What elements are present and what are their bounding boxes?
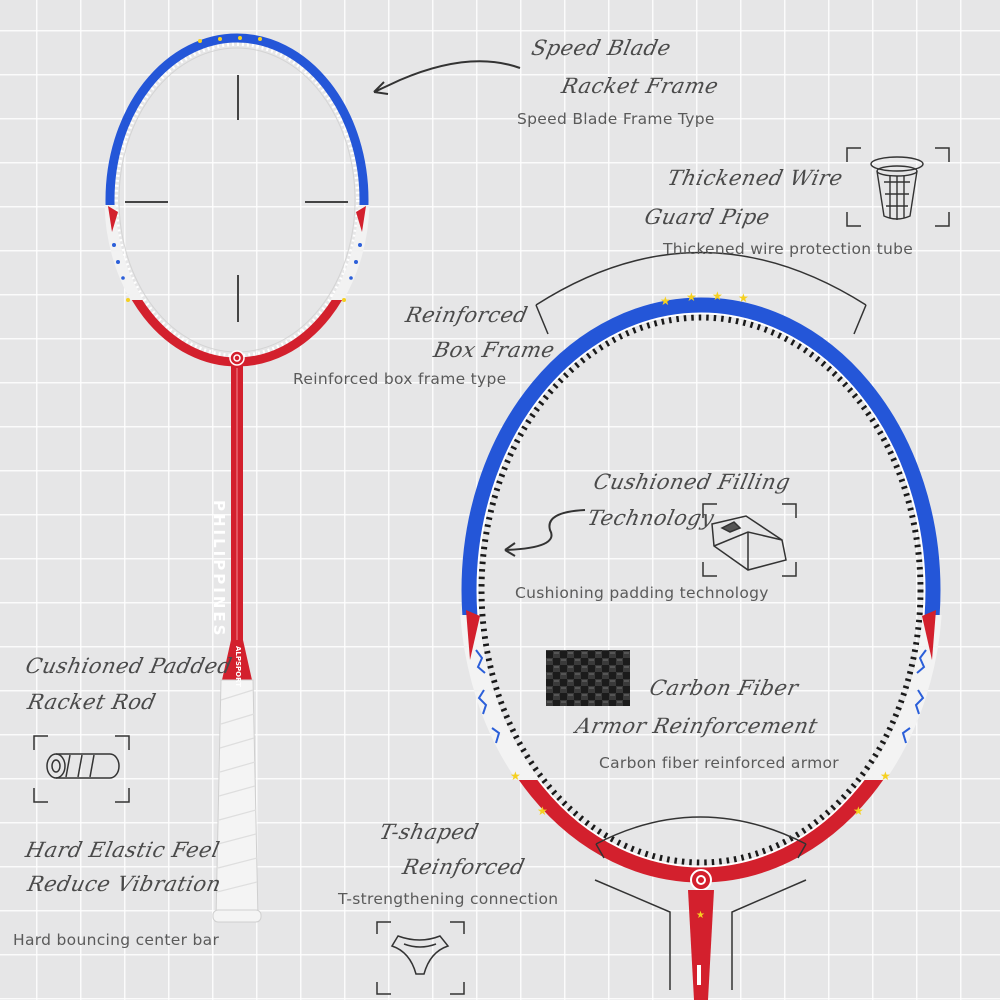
wire-guard-script-2: Guard Pipe	[642, 205, 773, 229]
svg-text:★: ★	[738, 291, 749, 305]
cushioned-filling-script-2: Technology	[585, 506, 717, 530]
box-frame-script-2: Box Frame	[431, 338, 558, 362]
svg-text:★: ★	[880, 769, 891, 783]
speed-blade-script-1: Speed Blade	[529, 36, 674, 60]
hard-elastic-caption: Hard bouncing center bar	[13, 931, 220, 949]
carbon-fiber-script-2: Armor Reinforcement	[573, 714, 820, 738]
padded-rod-icon	[46, 753, 120, 779]
wire-guard-script-1: Thickened Wire	[665, 166, 846, 190]
padded-rod-script-1: Cushioned Padded	[23, 654, 235, 678]
carbon-fiber-swatch	[546, 650, 630, 706]
wire-guard-caption: Thickened wire protection tube	[663, 240, 914, 258]
svg-text:★: ★	[686, 290, 697, 304]
t-joint-icon	[390, 935, 450, 975]
svg-text:★: ★	[712, 289, 723, 303]
hard-elastic-script-2: Reduce Vibration	[25, 872, 224, 896]
corner-brackets	[33, 147, 950, 995]
t-shaped-caption: T-strengthening connection	[338, 890, 559, 908]
callout-arrows	[373, 60, 586, 557]
box-frame-script-1: Reinforced	[403, 303, 531, 327]
cushioned-filling-icon	[711, 515, 787, 571]
racket-head-closeup: ★ ★ ★ ★ ★ ★ ★ ★ ★	[460, 251, 942, 1000]
carbon-fiber-caption: Carbon fiber reinforced armor	[599, 754, 839, 772]
cushioned-filling-caption: Cushioning padding technology	[515, 584, 769, 602]
wire-guard-tube-icon	[870, 156, 924, 220]
svg-text:★: ★	[510, 769, 521, 783]
svg-text:★: ★	[696, 910, 705, 921]
svg-text:★: ★	[537, 804, 548, 818]
t-shaped-script-2: Reinforced	[400, 855, 528, 879]
throat-brand-text: ALPSPORT	[234, 646, 242, 687]
padded-rod-script-2: Racket Rod	[25, 690, 159, 714]
box-frame-caption: Reinforced box frame type	[293, 370, 507, 388]
speed-blade-caption: Speed Blade Frame Type	[517, 110, 715, 128]
speed-blade-script-2: Racket Frame	[559, 74, 721, 98]
svg-text:★: ★	[853, 804, 864, 818]
shaft-brand-text: PHILIPPINES	[210, 500, 228, 639]
cushioned-filling-script-1: Cushioned Filling	[591, 470, 793, 494]
full-racket	[104, 33, 370, 923]
carbon-fiber-script-1: Carbon Fiber	[647, 676, 801, 700]
hard-elastic-script-1: Hard Elastic Feel	[23, 838, 222, 862]
svg-text:★: ★	[660, 294, 671, 308]
t-shaped-script-1: T-shaped	[377, 820, 482, 844]
